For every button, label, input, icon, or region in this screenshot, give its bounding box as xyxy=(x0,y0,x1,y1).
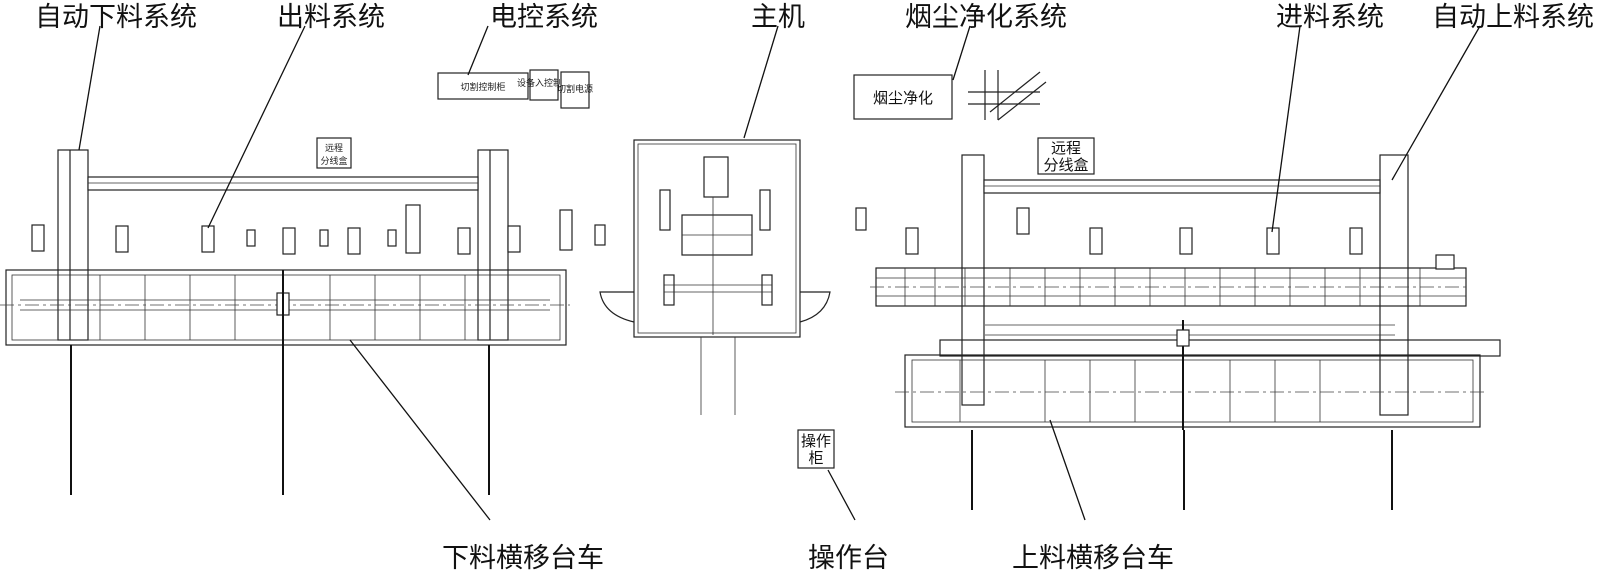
remote-box-right: 远程 分线盒 xyxy=(1037,137,1095,175)
power-box-label: 切割电源 xyxy=(557,83,593,95)
label-unload-shuttle: 下料横移台车 xyxy=(442,543,604,574)
label-fume-purification: 烟尘净化系统 xyxy=(905,2,1067,33)
remote-box-right-line2: 分线盒 xyxy=(1043,156,1088,174)
fume-unit-label: 烟尘净化 xyxy=(873,89,933,107)
label-load-shuttle: 上料横移台车 xyxy=(1012,543,1174,574)
load-heads-row xyxy=(855,207,1363,255)
label-discharge: 出料系统 xyxy=(277,2,385,33)
fume-unit-box xyxy=(853,74,953,120)
control-cabinet-1 xyxy=(437,72,529,100)
label-auto-unload: 自动下料系统 xyxy=(35,2,197,33)
load-shuttle-frame xyxy=(895,320,1501,510)
operation-cabinet: 操作 柜 xyxy=(797,429,835,469)
leader-lines xyxy=(78,25,1481,521)
electric-control-group: 切割控制柜 设备入控制柜 切割电源 xyxy=(437,69,593,109)
operation-cabinet-line1: 操作 xyxy=(801,432,831,450)
control-cabinet-2 xyxy=(529,69,559,101)
label-feed: 进料系统 xyxy=(1276,2,1384,33)
label-electric-control: 电控系统 xyxy=(490,2,598,33)
operation-cabinet-line2: 柜 xyxy=(808,449,823,467)
remote-box-left-line2: 分线盒 xyxy=(320,155,347,167)
label-operation-console: 操作台 xyxy=(808,543,889,574)
remote-box-right-line1: 远程 xyxy=(1051,139,1081,157)
control-cabinet-1-label: 切割控制柜 xyxy=(460,81,505,93)
labels: 自动下料系统 出料系统 电控系统 主机 烟尘净化系统 进料系统 自动上料系统 下… xyxy=(35,2,1594,574)
label-main-machine: 主机 xyxy=(751,2,805,33)
feed-conveyor xyxy=(870,254,1470,307)
fume-group: 烟尘净化 xyxy=(853,70,1047,121)
control-cabinet-2-label: 设备入控制柜 xyxy=(517,77,571,89)
power-box xyxy=(560,71,590,109)
remote-box-left: 远程 分线盒 xyxy=(316,137,352,169)
main-machine xyxy=(599,139,831,415)
right-gantry xyxy=(961,154,1409,416)
label-auto-load: 自动上料系统 xyxy=(1432,2,1594,33)
unload-shuttle-frame xyxy=(0,269,570,495)
unload-heads-row xyxy=(31,204,606,255)
left-gantry xyxy=(57,149,509,341)
remote-box-left-line1: 远程 xyxy=(325,143,343,154)
